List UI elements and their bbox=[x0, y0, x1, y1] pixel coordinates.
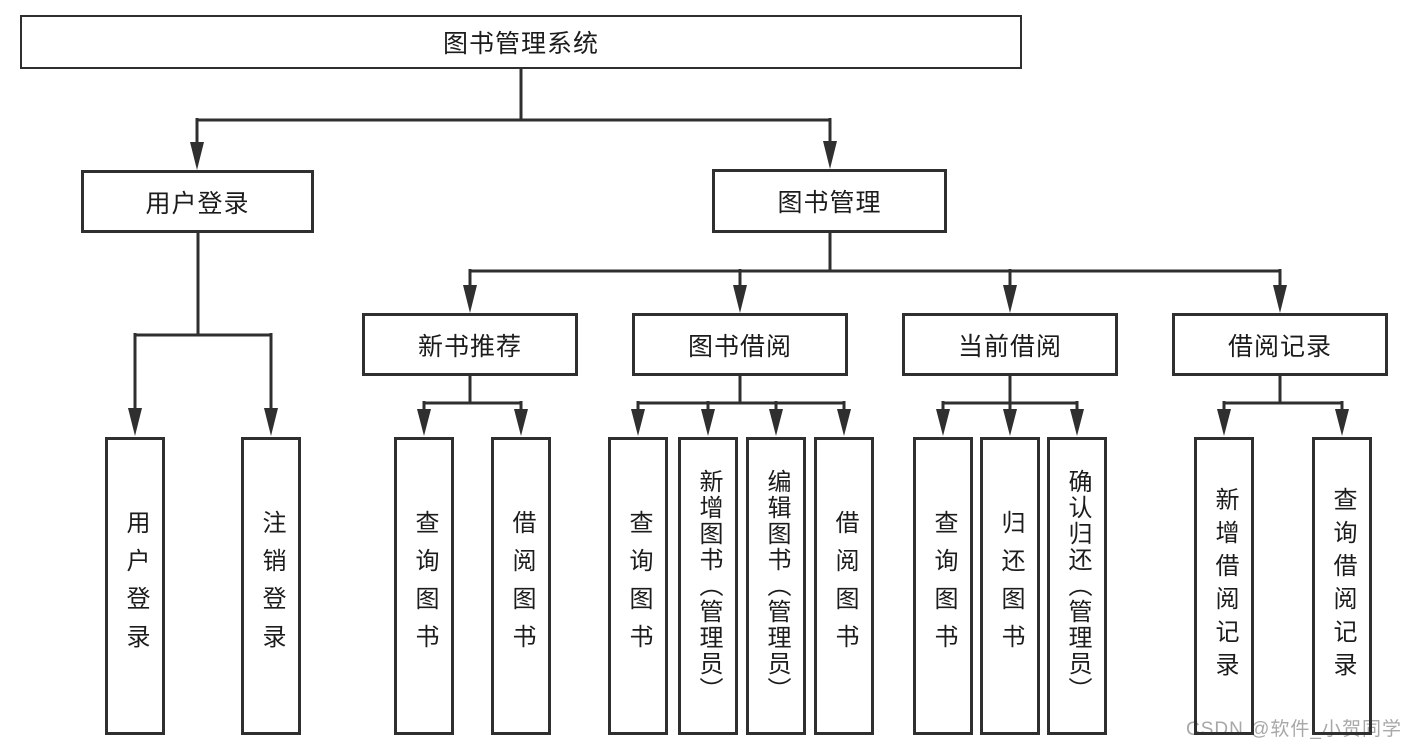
node-library-system: 图书管理系统 bbox=[20, 15, 1022, 69]
connector-book-management-to-level3 bbox=[463, 233, 1287, 313]
node-query-books-current: 查询图书 bbox=[913, 437, 973, 735]
node-query-books-recommend: 查询图书 bbox=[394, 437, 454, 735]
node-borrow-books-recommend: 借阅图书 bbox=[491, 437, 551, 735]
connector-book-borrow-children bbox=[631, 376, 851, 436]
node-new-book-recommend: 新书推荐 bbox=[362, 313, 578, 376]
connector-new-book-recommend-children bbox=[417, 376, 528, 436]
node-query-books-borrow: 查询图书 bbox=[608, 437, 668, 735]
connector-user-login-children bbox=[128, 233, 278, 436]
csdn-watermark: CSDN @软件_小贺同学 bbox=[1186, 719, 1402, 740]
node-add-book-admin: 新增图书（管理员） bbox=[678, 437, 738, 735]
node-return-book: 归还图书 bbox=[980, 437, 1040, 735]
node-user-login: 用户登录 bbox=[81, 170, 314, 233]
connector-root-to-level2 bbox=[190, 69, 837, 170]
node-borrow-books-leaf: 借阅图书 bbox=[814, 437, 874, 735]
node-confirm-return-admin: 确认归还（管理员） bbox=[1047, 437, 1107, 735]
node-add-borrow-record: 新增借阅记录 bbox=[1194, 437, 1254, 735]
connector-current-borrow-children bbox=[936, 376, 1084, 436]
node-user-login-leaf: 用户登录 bbox=[105, 437, 165, 735]
node-book-management: 图书管理 bbox=[712, 169, 947, 233]
node-logout: 注销登录 bbox=[241, 437, 301, 735]
node-query-borrow-record: 查询借阅记录 bbox=[1312, 437, 1372, 735]
connector-borrow-records-children bbox=[1217, 376, 1349, 436]
node-book-borrow: 图书借阅 bbox=[632, 313, 848, 376]
node-edit-book-admin: 编辑图书（管理员） bbox=[746, 437, 806, 735]
node-current-borrow: 当前借阅 bbox=[902, 313, 1118, 376]
node-borrow-records: 借阅记录 bbox=[1172, 313, 1388, 376]
